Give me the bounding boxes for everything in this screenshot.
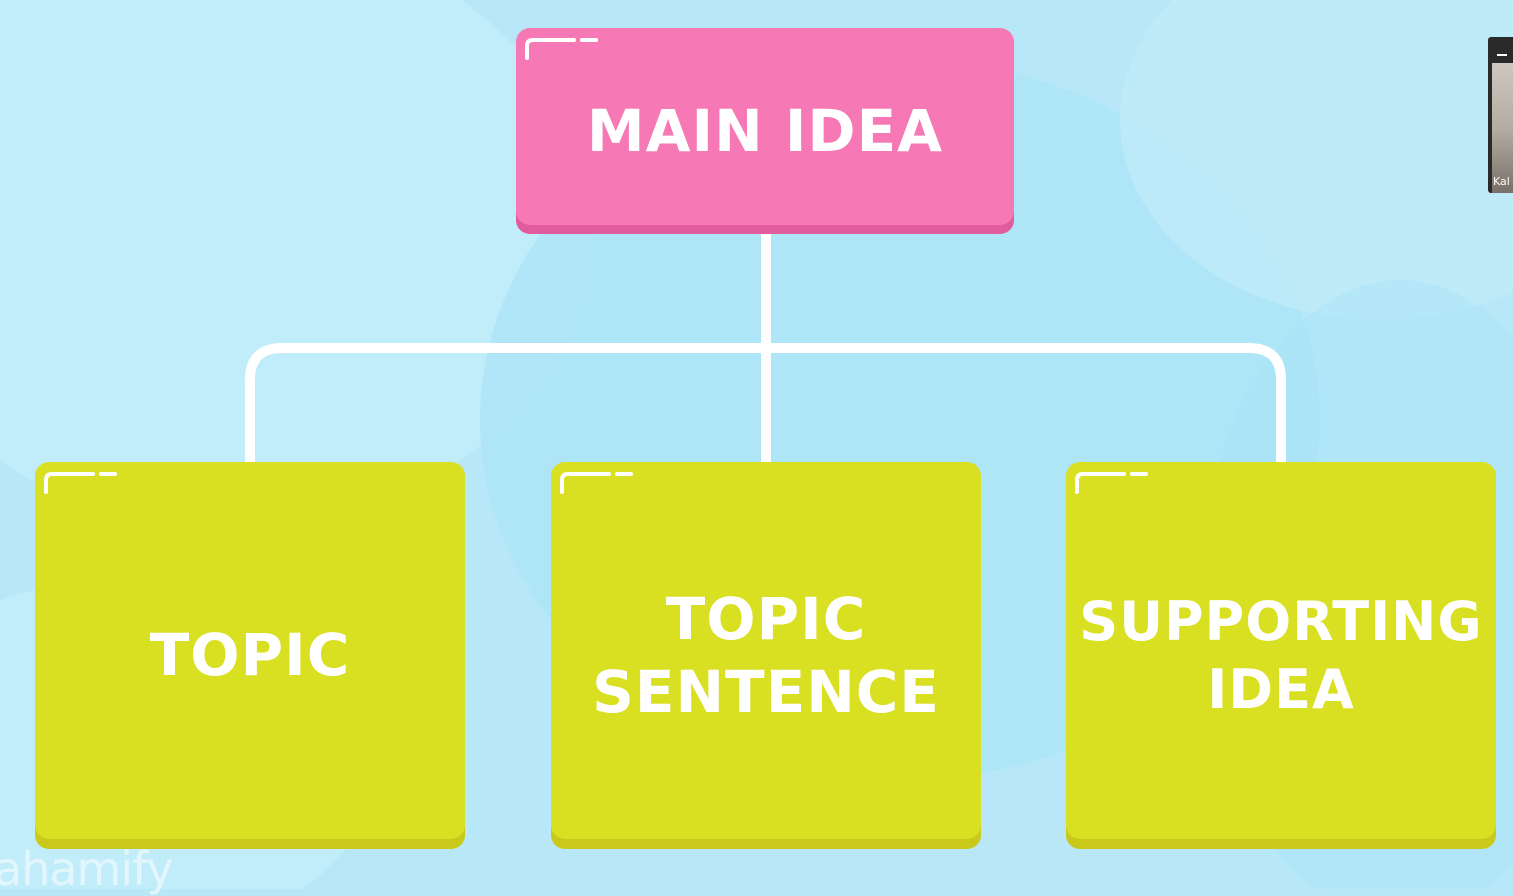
minimize-icon[interactable] xyxy=(1497,54,1507,56)
corner-accent-icon xyxy=(560,472,633,494)
corner-accent-icon xyxy=(44,472,117,494)
main-idea-label: MAIN IDEA xyxy=(586,96,944,165)
supporting-idea-label: SUPPORTING IDEA xyxy=(1079,588,1482,723)
topic-sentence-box: TOPIC SENTENCE xyxy=(551,462,981,849)
topic-label: TOPIC xyxy=(150,619,351,692)
supporting-idea-label-line-2: IDEA xyxy=(1207,657,1355,721)
corner-accent-icon xyxy=(525,38,598,60)
topic-box: TOPIC xyxy=(35,462,465,849)
topic-sentence-label: TOPIC SENTENCE xyxy=(592,583,940,728)
topic-sentence-label-line-1: TOPIC xyxy=(665,585,867,653)
video-tile[interactable]: Kal xyxy=(1488,37,1513,193)
supporting-idea-box: SUPPORTING IDEA xyxy=(1066,462,1496,849)
topic-label-line: TOPIC xyxy=(149,621,351,690)
watermark-logo: ahamify xyxy=(0,842,174,896)
main-idea-box: MAIN IDEA xyxy=(516,28,1014,234)
participant-name: Kal xyxy=(1493,175,1510,188)
corner-accent-icon xyxy=(1075,472,1148,494)
topic-sentence-label-line-2: SENTENCE xyxy=(592,657,940,726)
supporting-idea-label-line-1: SUPPORTING xyxy=(1079,590,1483,653)
video-feed xyxy=(1492,63,1513,193)
